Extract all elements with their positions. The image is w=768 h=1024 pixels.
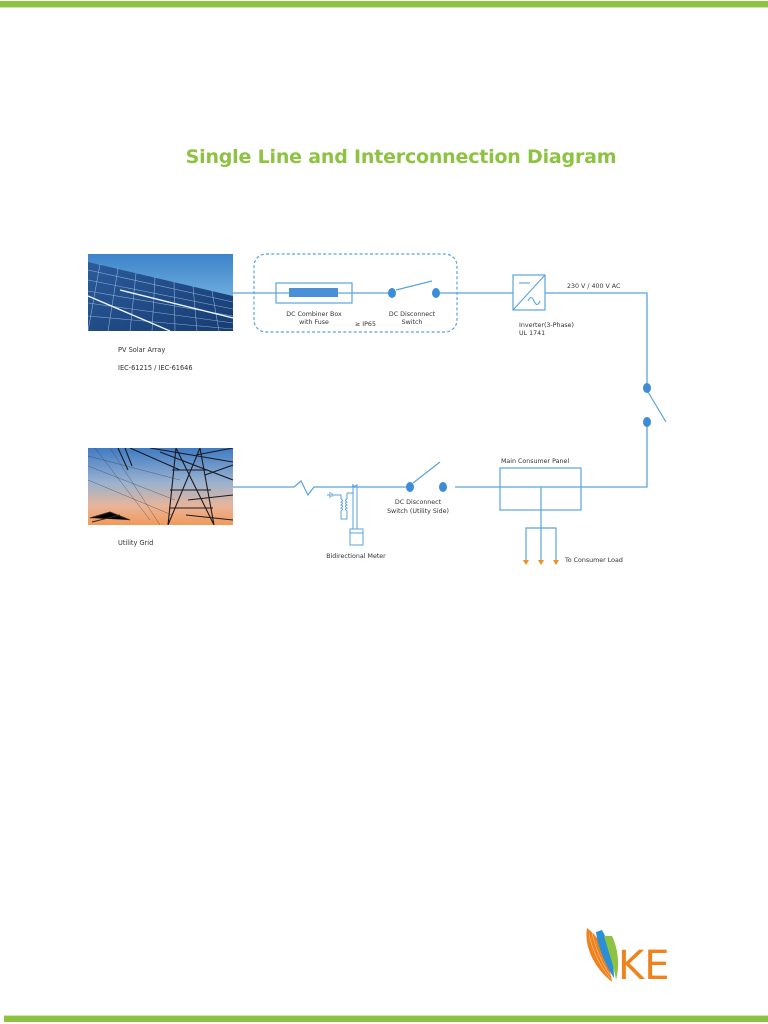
utility-switch-label-2: Switch (Utility Side) <box>387 508 449 515</box>
dc-switch-label-2: Switch <box>402 319 423 326</box>
utility-disconnect-switch <box>406 461 447 492</box>
ke-logo: KE <box>586 928 670 986</box>
inverter-label-1: Inverter(3-Phase) <box>519 322 574 329</box>
inverter-label-2: UL 1741 <box>519 330 545 337</box>
utility-switch-label-1: DC Disconnect <box>395 499 442 506</box>
bidirectional-meter-symbol <box>327 484 364 546</box>
consumer-load-arrows <box>523 560 559 565</box>
combiner-box-label-2: with Fuse <box>299 319 329 326</box>
ac-output-label: 230 V / 400 V AC <box>567 283 621 290</box>
dc-switch-label-1: DC Disconnect <box>389 311 436 318</box>
utility-grid-image <box>88 448 233 525</box>
bidirectional-meter-label: Bidirectional Meter <box>326 553 386 560</box>
logo-leaf-icon <box>586 928 619 982</box>
dc-disconnect-switch <box>388 280 440 298</box>
page-title: Single Line and Interconnection Diagram <box>185 146 617 168</box>
dc-enclosure-boundary <box>253 253 458 333</box>
inverter-symbol <box>512 274 546 311</box>
enclosure-rating: ≥ IP65 <box>355 321 376 328</box>
ac-disconnect-switch <box>643 383 667 427</box>
pv-array-label: PV Solar Array <box>118 346 165 354</box>
bottom-accent-bar <box>4 1015 768 1022</box>
logo-text: KE <box>618 943 670 986</box>
dc-wiring <box>233 292 648 488</box>
top-accent-bar <box>0 1 768 8</box>
main-panel-label: Main Consumer Panel <box>501 458 569 465</box>
utility-grid-label: Utility Grid <box>118 539 153 547</box>
dc-combiner-box <box>275 282 353 304</box>
main-consumer-panel <box>455 467 582 560</box>
utility-wiring <box>233 480 407 497</box>
pv-solar-array-image <box>88 254 233 331</box>
consumer-load-label: To Consumer Load <box>564 557 623 564</box>
combiner-box-label-1: DC Combiner Box <box>286 311 342 318</box>
pv-array-standard: IEC-61215 / IEC-61646 <box>118 364 193 372</box>
